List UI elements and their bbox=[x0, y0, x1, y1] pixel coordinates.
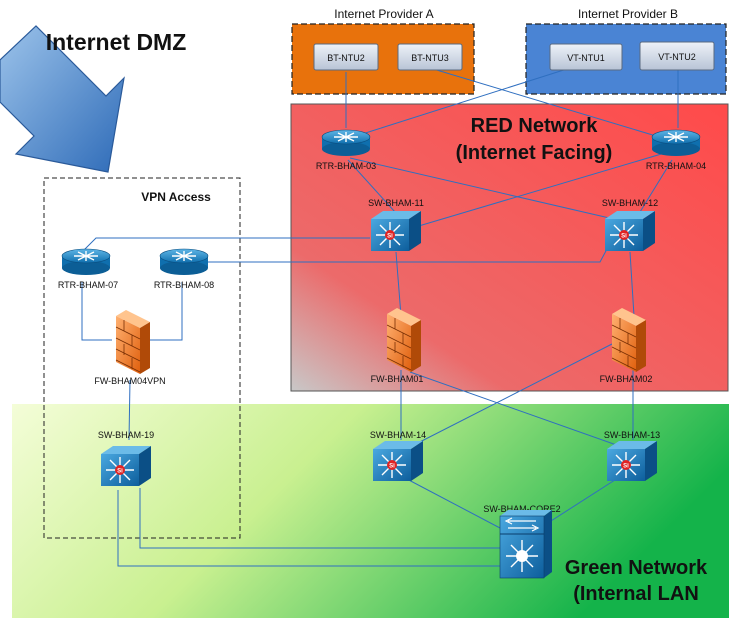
ntu-bt-ntu3: BT-NTU3 bbox=[397, 43, 463, 71]
switch-icon: Si bbox=[607, 441, 657, 481]
svg-text:Si: Si bbox=[117, 469, 123, 475]
ntu-vt-ntu2: VT-NTU2 bbox=[639, 41, 715, 71]
green-network-subtitle: (Internal LAN bbox=[573, 583, 699, 605]
green-network-zone bbox=[12, 404, 729, 618]
green-network-title: Green Network bbox=[565, 557, 708, 579]
switch-sw-bham-core2: SW-BHAM-CORE2 bbox=[483, 504, 561, 579]
device-label: SW-BHAM-12 bbox=[602, 198, 658, 208]
device-label: RTR-BHAM-07 bbox=[58, 280, 118, 290]
router-rtr-bham-03: RTR-BHAM-03 bbox=[316, 129, 376, 171]
router-rtr-bham-08: RTR-BHAM-08 bbox=[154, 248, 214, 290]
dmz-arrow-icon bbox=[0, 25, 125, 173]
firewall-fw-bham02: FW-BHAM02 bbox=[600, 308, 653, 384]
device-label: RTR-BHAM-08 bbox=[154, 280, 214, 290]
provider-b-title: Internet Provider B bbox=[578, 7, 678, 21]
switch-icon: Si bbox=[605, 211, 655, 251]
switch-icon: Si bbox=[371, 211, 421, 251]
switch-sw-bham-19: SW-BHAM-19 Si bbox=[98, 430, 154, 486]
vpn-access-title: VPN Access bbox=[141, 190, 211, 204]
device-label: RTR-BHAM-03 bbox=[316, 161, 376, 171]
ntu-vt-ntu1: VT-NTU1 bbox=[549, 43, 623, 71]
svg-text:Si: Si bbox=[389, 464, 395, 470]
switch-sw-bham-12: SW-BHAM-12 Si bbox=[602, 198, 658, 251]
svg-text:Si: Si bbox=[621, 234, 627, 240]
svg-text:Si: Si bbox=[387, 234, 393, 240]
device-label: SW-BHAM-14 bbox=[370, 430, 426, 440]
router-rtr-bham-07: RTR-BHAM-07 bbox=[58, 248, 118, 290]
svg-text:Si: Si bbox=[623, 464, 629, 470]
switch-icon: Si bbox=[101, 446, 151, 486]
red-network-subtitle: (Internet Facing) bbox=[456, 142, 613, 164]
device-label: FW-BHAM01 bbox=[371, 374, 424, 384]
device-label: SW-BHAM-13 bbox=[604, 430, 660, 440]
device-label: FW-BHAM02 bbox=[600, 374, 653, 384]
switch-sw-bham-11: SW-BHAM-11 Si bbox=[368, 198, 424, 251]
device-label: SW-BHAM-11 bbox=[368, 198, 424, 208]
firewall-fw-bham04vpn: FW-BHAM04VPN bbox=[94, 310, 166, 386]
switch-sw-bham-13: SW-BHAM-13 Si bbox=[604, 430, 660, 481]
router-icon bbox=[61, 248, 111, 275]
provider-a-title: Internet Provider A bbox=[334, 7, 433, 21]
device-label: SW-BHAM-19 bbox=[98, 430, 154, 440]
router-icon bbox=[159, 248, 209, 275]
red-network-title: RED Network bbox=[471, 115, 599, 137]
firewall-icon bbox=[386, 308, 421, 372]
vpn-access-zone bbox=[43, 177, 241, 539]
router-icon bbox=[321, 129, 371, 156]
ntu-label: VT-NTU2 bbox=[658, 52, 696, 62]
router-icon bbox=[651, 129, 701, 156]
firewall-icon bbox=[611, 308, 646, 372]
ntu-label: BT-NTU3 bbox=[411, 53, 449, 63]
switch-icon: Si bbox=[373, 441, 423, 481]
ntu-label: VT-NTU1 bbox=[567, 53, 605, 63]
core-switch-icon bbox=[499, 510, 552, 579]
device-label: SW-BHAM-CORE2 bbox=[483, 504, 560, 514]
dmz-title: Internet DMZ bbox=[46, 29, 187, 55]
switch-sw-bham-14: SW-BHAM-14 Si bbox=[370, 430, 426, 481]
router-rtr-bham-04: RTR-BHAM-04 bbox=[646, 129, 706, 171]
device-label: RTR-BHAM-04 bbox=[646, 161, 706, 171]
firewall-icon bbox=[115, 310, 150, 374]
ntu-bt-ntu2: BT-NTU2 bbox=[313, 43, 379, 71]
device-label: FW-BHAM04VPN bbox=[94, 376, 165, 386]
ntu-label: BT-NTU2 bbox=[327, 53, 365, 63]
firewall-fw-bham01: FW-BHAM01 bbox=[371, 308, 424, 384]
